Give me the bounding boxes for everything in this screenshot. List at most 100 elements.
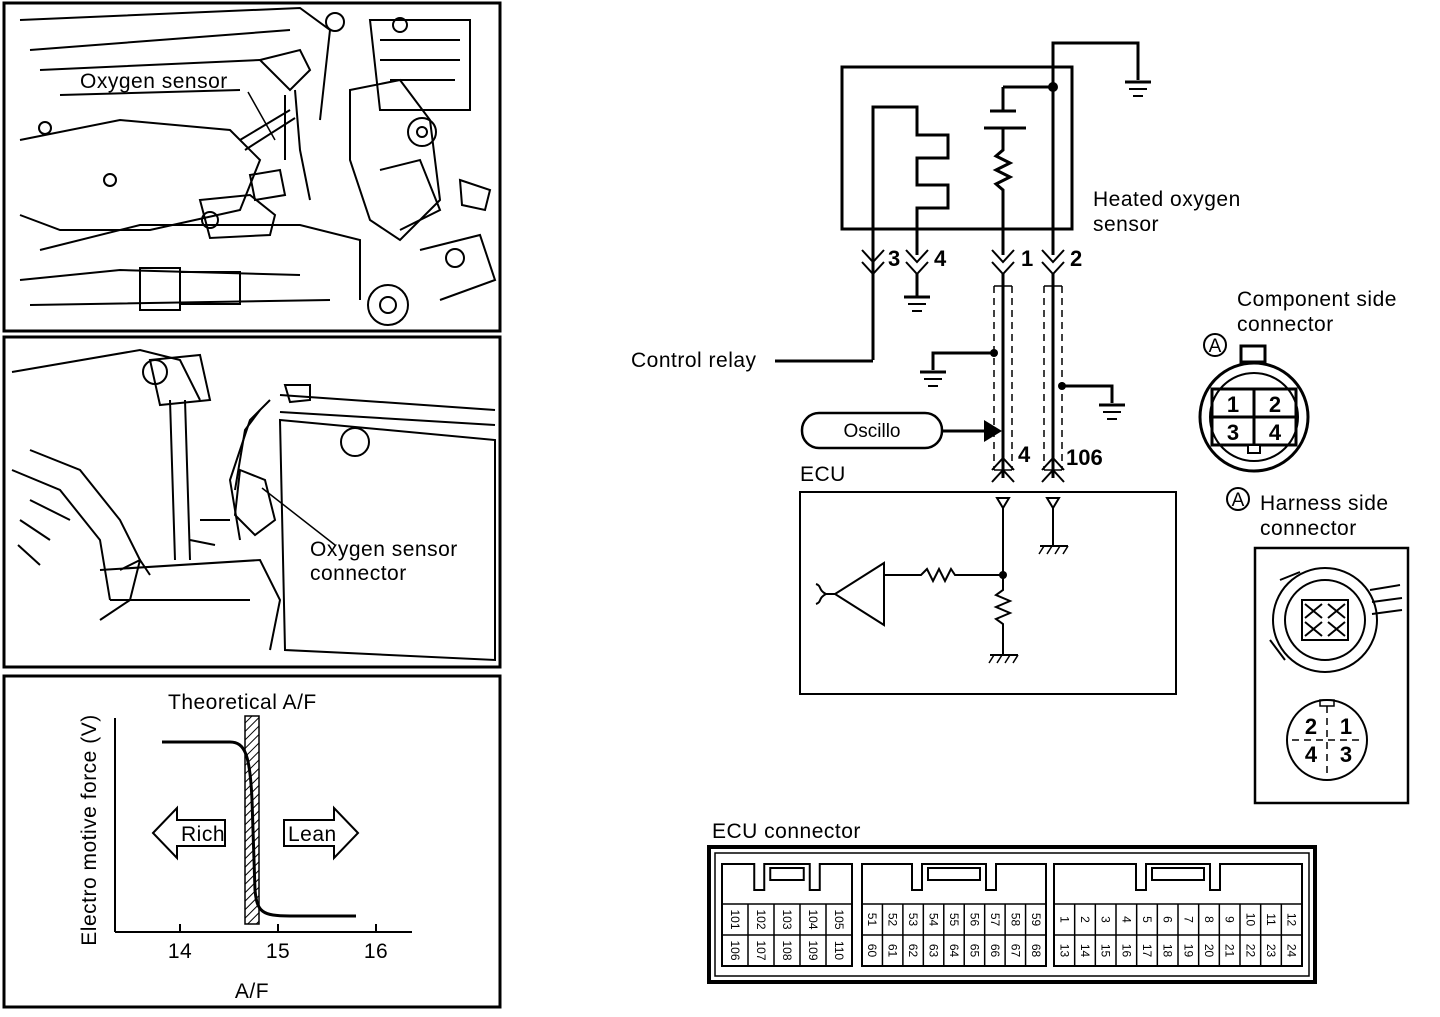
- component-marker-circle: [1203, 333, 1227, 357]
- shield-drain-right-junction: [1058, 382, 1066, 390]
- ecu-terminal-22: 22: [1243, 944, 1257, 958]
- emf-curve: [162, 740, 356, 918]
- ground-symbol-shield-left: [920, 370, 946, 387]
- ecu-connector-outer: [707, 845, 1317, 984]
- ecu-terminal-105: 105: [832, 909, 846, 929]
- component-pin-3: 3: [1227, 420, 1239, 445]
- control-relay-label: Control relay: [631, 349, 757, 372]
- sensor-pin-2: 2: [1070, 246, 1082, 271]
- ecu-terminal-21: 21: [1223, 944, 1237, 958]
- ecu-terminal-60: 60: [865, 944, 879, 958]
- ecu-connector-inner: [714, 852, 1310, 977]
- ecu-terminal-106: 106: [1066, 445, 1103, 470]
- component-marker: A: [1209, 336, 1222, 357]
- ecu-terminal-19: 19: [1181, 944, 1195, 958]
- harness-side-connector: A Harness side connector 2 1 4 3: [1226, 487, 1410, 805]
- ecu-terminal-65: 65: [967, 944, 981, 958]
- x-tick-label-14: 14: [168, 940, 192, 963]
- component-latch: [1239, 344, 1267, 364]
- ecu-terminal-66: 66: [988, 944, 1002, 958]
- ecu-terminal-108: 108: [780, 940, 794, 960]
- harness-marker: A: [1232, 490, 1245, 511]
- ecu-terminal-12: 12: [1285, 913, 1299, 927]
- component-outer-ring: [1198, 361, 1310, 473]
- component-side-connector: Component side connector A 1 2 3 4: [1198, 288, 1396, 473]
- ecu-terminal-4: 4: [1018, 442, 1031, 467]
- ecu-box: [799, 491, 1177, 695]
- ecu-block2-latch: [927, 867, 981, 881]
- oxygen-sensor-label: Oxygen sensor: [80, 70, 228, 93]
- ecu-terminal-13: 13: [1057, 944, 1071, 958]
- photo-panel-connector: Oxygen sensor connector: [2, 335, 502, 669]
- ecu-terminal-2: 2: [1078, 916, 1092, 923]
- ecu-terminal-63: 63: [927, 944, 941, 958]
- ecu-terminal-58: 58: [1008, 913, 1022, 927]
- ecu-terminal-15: 15: [1099, 944, 1113, 958]
- ecu-terminal-54: 54: [927, 913, 941, 927]
- ecu-terminal-4: 4: [1119, 916, 1133, 923]
- connector-label-1: Oxygen sensor: [310, 538, 458, 561]
- ecu-terminal-6: 6: [1161, 916, 1175, 923]
- ecu-input-resistor: [884, 566, 1003, 584]
- ecu-terminal-107: 107: [754, 940, 768, 960]
- ecu-amp-output: [815, 583, 835, 605]
- harness-pin-2: 2: [1305, 714, 1317, 739]
- ecu-terminal-55: 55: [947, 913, 961, 927]
- ecu-terminal-52: 52: [886, 913, 900, 927]
- component-pin-1: 1: [1227, 392, 1239, 417]
- x-tick-label-15: 15: [266, 940, 290, 963]
- harness-marker-circle: [1226, 487, 1250, 511]
- component-connector-label-2: connector: [1237, 313, 1334, 336]
- ecu-connector-title: ECU connector: [712, 820, 861, 843]
- ecu-terminal-61: 61: [886, 944, 900, 958]
- graph-y-axis-label: Electro motive force (V): [78, 714, 101, 945]
- lean-arrow: [283, 805, 360, 861]
- harness-connector-label-1: Harness side: [1260, 492, 1389, 515]
- ecu-terminal-3: 3: [1099, 916, 1113, 923]
- ecu-terminal-110: 110: [832, 941, 846, 960]
- ecu-terminal-109: 109: [806, 940, 820, 960]
- sensor-label-1: Heated oxygen: [1093, 188, 1241, 211]
- component-pin-4: 4: [1269, 420, 1282, 445]
- ecu-terminal-67: 67: [1008, 944, 1022, 958]
- ground-symbol-top: [1125, 80, 1151, 97]
- ecu-terminal-62: 62: [906, 944, 920, 958]
- ecu-terminal-23: 23: [1264, 944, 1278, 958]
- harness-photo-frame: [1253, 546, 1410, 805]
- shield-ground-wire: [1051, 41, 1140, 255]
- sensor-pin-1: 1: [1021, 246, 1033, 271]
- ecu-terminal-16: 16: [1119, 944, 1133, 958]
- ecu-terminal-104: 104: [806, 909, 820, 929]
- ecu-terminal-8: 8: [1202, 916, 1216, 923]
- signal-shield: [993, 286, 1013, 470]
- lean-label: Lean: [288, 823, 337, 846]
- harness-connector-label-2: connector: [1260, 517, 1357, 540]
- ecu-terminal-9: 9: [1223, 916, 1237, 923]
- ecu-ground-2: [988, 654, 1019, 664]
- component-key: [1247, 444, 1261, 454]
- ecu-terminal-53: 53: [906, 913, 920, 927]
- ecu-terminal-51: 51: [865, 913, 879, 927]
- oscillo-label: Oscillo: [843, 421, 900, 442]
- graph-title: Theoretical A/F: [168, 691, 317, 714]
- sensor-resistor: [992, 128, 1014, 255]
- shield-drain-left: [931, 351, 994, 370]
- harness-pin-1: 1: [1340, 714, 1352, 739]
- ground-symbol-pin4: [904, 295, 930, 312]
- ecu-terminal-103: 103: [780, 909, 794, 929]
- x-tick-label-16: 16: [364, 940, 388, 963]
- ecu-terminal-102: 102: [754, 909, 768, 929]
- ecu-pulldown-resistor: [993, 575, 1013, 655]
- harness-face-latch: [1319, 699, 1335, 707]
- ecu-terminal-10: 10: [1243, 913, 1257, 927]
- ecu-terminal-57: 57: [988, 913, 1002, 927]
- ecu-terminal-68: 68: [1029, 944, 1043, 958]
- ecu-block: ECU: [799, 463, 1177, 695]
- ecu-terminal-59: 59: [1029, 913, 1043, 927]
- harness-connector-illustration: [1269, 567, 1403, 673]
- sensor-pin-3: 3: [888, 246, 900, 271]
- heated-oxygen-sensor: Heated oxygen sensor 3 4 1 2: [840, 41, 1241, 360]
